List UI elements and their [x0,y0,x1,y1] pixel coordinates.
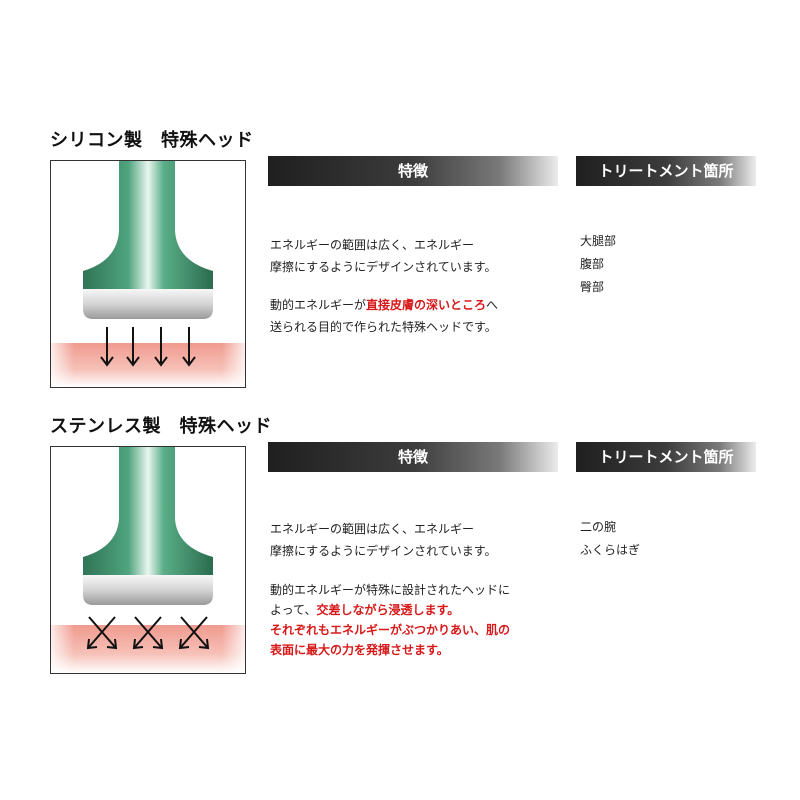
highlight-text: 表面に最大の力を発揮させます。 [270,643,449,657]
feature-description-2: 動的エネルギーが特殊に設計されたヘッドに よって、交差しながら浸透します。 それ… [270,580,570,660]
head-handle [83,447,213,575]
feature-description: エネルギーの範囲は広く、エネルギー 摩擦にするようにデザインされています。 [270,522,497,558]
section-silicone: シリコン製 特殊ヘッド 特徴 トリートメント箇所 エネルギーの範囲は広く、エネル… [0,126,800,416]
head-handle [83,161,213,289]
section-title: シリコン製 特殊ヘッド [50,130,254,151]
highlight-text: 直接皮膚の深いところ [366,298,487,312]
list-item: 大腿部 [580,234,617,248]
section-stainless: ステンレス製 特殊ヘッド 特徴 トリートメント箇所 エネルギーの範囲は広く、エネ… [0,412,800,702]
treatment-area-list: 二の腕 ふくらはぎ [580,516,640,562]
section-title: ステンレス製 特殊ヘッド [50,416,272,437]
stainless-tip [83,575,213,605]
list-item: 臀部 [580,280,605,294]
treatment-area-list: 大腿部 腹部 臀部 [580,230,616,299]
crossing-arrows-icon [86,616,210,650]
stainless-head-illustration [50,446,246,674]
silicone-tip [83,289,213,319]
straight-arrows-icon [100,327,196,367]
feature-description-2: 動的エネルギーが直接皮膚の深いところへ 送られる目的で作られた特殊ヘッドです。 [270,298,499,334]
highlight-text: 交差しながら浸透します。 [316,603,460,617]
list-item: 二の腕 [580,520,617,534]
silicone-head-illustration [50,160,246,388]
treatment-area-header: トリートメント箇所 [576,442,756,472]
list-item: 腹部 [580,257,605,271]
feature-header: 特徴 [268,156,558,186]
feature-header: 特徴 [268,442,558,472]
feature-description: エネルギーの範囲は広く、エネルギー 摩擦にするようにデザインされています。 [270,238,497,274]
highlight-text: それぞれもエネルギーがぶつかりあい、肌の [270,623,511,637]
list-item: ふくらはぎ [580,543,641,557]
treatment-area-header: トリートメント箇所 [576,156,756,186]
